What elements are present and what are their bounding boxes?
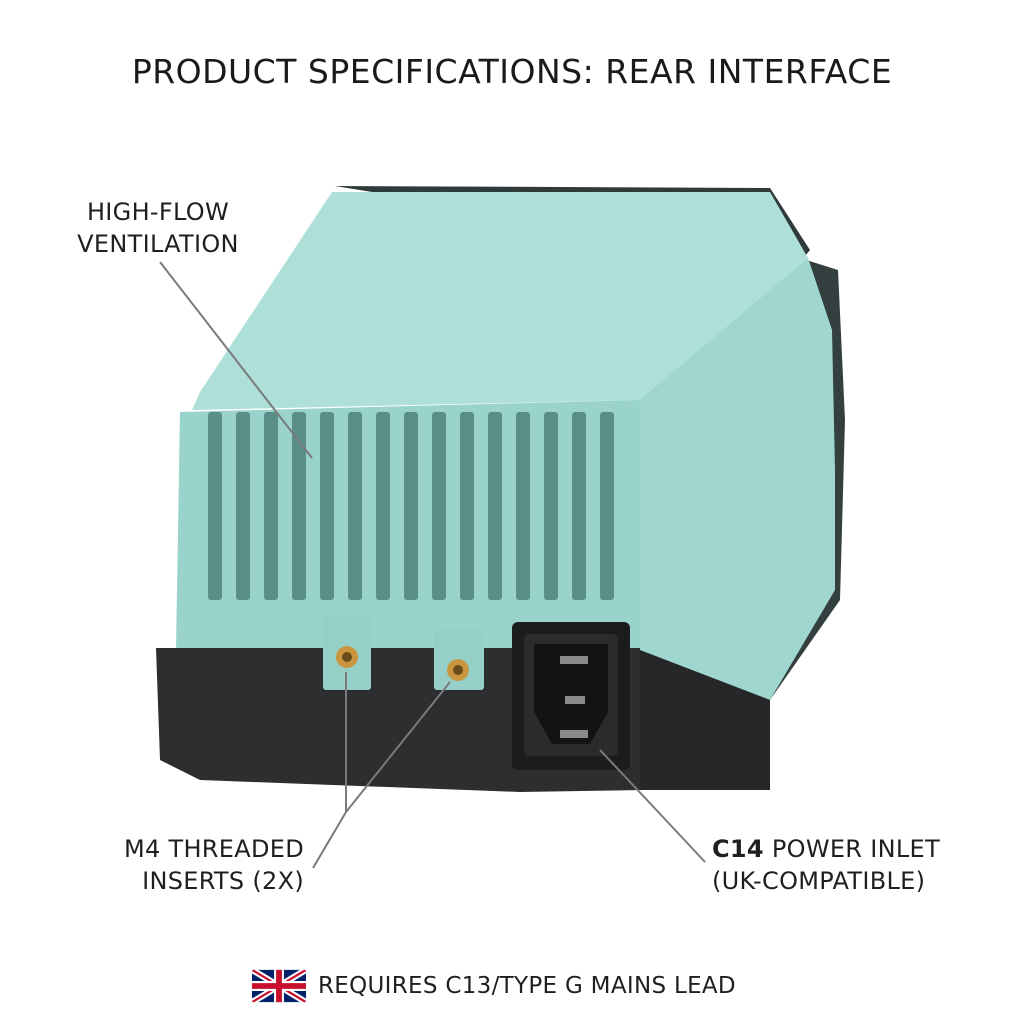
footer-note-text: REQUIRES C13/TYPE G MAINS LEAD	[318, 973, 736, 999]
inlet-callout-line2: (UK-COMPATIBLE)	[712, 867, 926, 895]
inserts-callout: M4 THREADED INSERTS (2X)	[94, 833, 304, 897]
ventilation-callout-line2: VENTILATION	[77, 230, 239, 258]
inlet-callout-bold: C14	[712, 835, 764, 863]
leader-lines	[159, 261, 706, 869]
inlet-callout-line1: POWER INLET	[763, 835, 940, 863]
footer-note: REQUIRES C13/TYPE G MAINS LEAD	[252, 964, 736, 1008]
ventilation-callout-line1: HIGH-FLOW	[86, 198, 230, 226]
m4-insert-left-icon	[336, 646, 358, 668]
uk-flag-icon	[252, 969, 306, 1003]
c14-inlet-icon	[512, 622, 630, 770]
inserts-callout-line2: INSERTS (2X)	[142, 867, 304, 895]
page-title: PRODUCT SPECIFICATIONS: REAR INTERFACE	[131, 52, 893, 91]
inserts-callout-line1: M4 THREADED	[124, 835, 304, 863]
top-surface	[192, 192, 828, 420]
ventilation-slots	[208, 412, 614, 600]
right-face	[640, 258, 835, 700]
m4-insert-right-icon	[447, 659, 469, 681]
ventilation-callout: HIGH-FLOW VENTILATION	[68, 196, 248, 260]
inlet-callout: C14 POWER INLET (UK-COMPATIBLE)	[712, 833, 992, 897]
